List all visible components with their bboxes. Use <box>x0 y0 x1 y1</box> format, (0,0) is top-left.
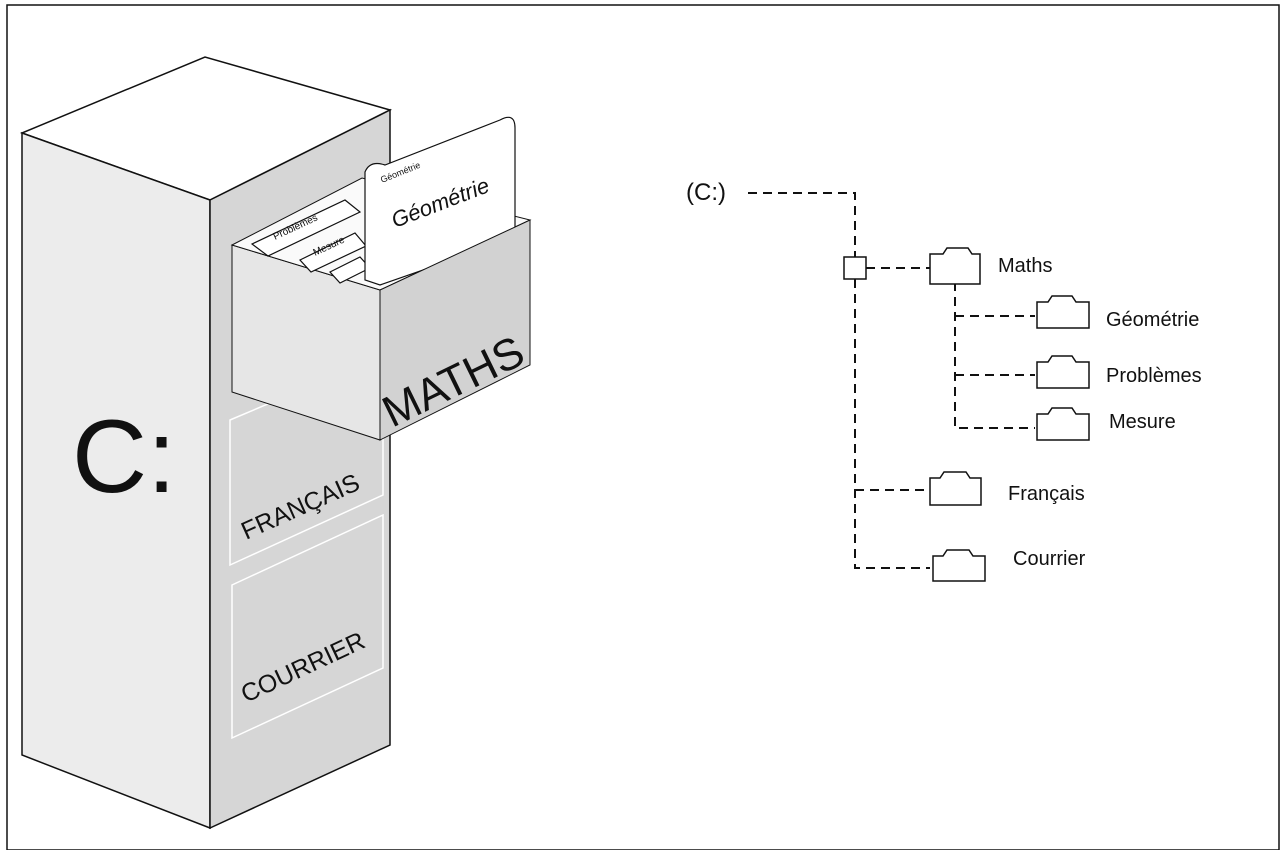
drawer-courrier-panel <box>231 513 384 740</box>
folder-icon[interactable] <box>1036 355 1090 389</box>
tree-connector-maths-children <box>954 282 1035 429</box>
tree-connector-root <box>748 192 856 257</box>
tree-item-courrier[interactable]: Courrier <box>1013 548 1086 570</box>
open-drawer-front <box>379 219 531 441</box>
folder-icon[interactable] <box>1036 407 1090 441</box>
tree-item-geometrie[interactable]: Géométrie <box>1106 309 1199 331</box>
tree-root-label: (C:) <box>686 179 726 206</box>
tree-item-problemes[interactable]: Problèmes <box>1106 365 1202 387</box>
tree-item-mesure[interactable]: Mesure <box>1109 411 1176 433</box>
filing-cabinet: C: FRANÇAIS COURRIER Problèmes Mesure Gé… <box>19 56 532 830</box>
folder-icon[interactable] <box>1036 295 1090 329</box>
drive-label: C: <box>72 399 176 515</box>
folder-icon[interactable] <box>932 549 986 582</box>
directory-tree: (C:) Maths <box>686 179 1202 582</box>
tree-expander-box[interactable] <box>843 256 867 280</box>
folder-icon[interactable] <box>929 471 982 506</box>
tree-item-francais[interactable]: Français <box>1008 483 1085 505</box>
folder-icon[interactable] <box>929 247 981 285</box>
tree-connector-main <box>854 279 930 569</box>
tree-item-maths[interactable]: Maths <box>998 255 1052 277</box>
folder-geometrie: Géométrie Géométrie <box>364 116 516 286</box>
